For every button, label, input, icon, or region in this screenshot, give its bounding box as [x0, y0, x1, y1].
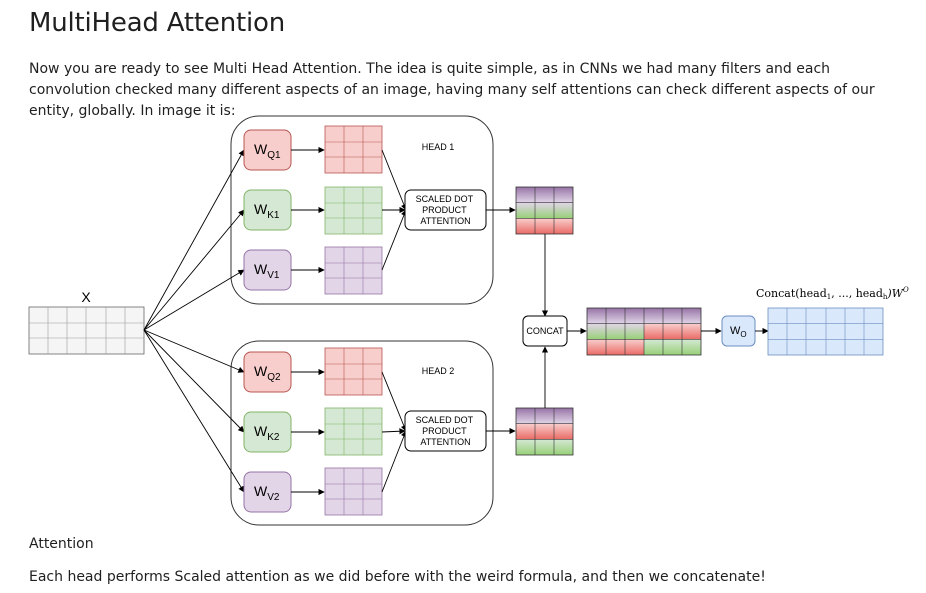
wk2-subscript: K2 [267, 432, 280, 443]
formula-sub-1: 1 [827, 293, 831, 301]
input-fanout-arrows [143, 149, 245, 493]
v2-matrix [324, 467, 383, 516]
sdpa-to-output-arrows [486, 206, 516, 435]
svg-text:WQ2: WQ2 [254, 363, 281, 383]
sdpa-2-line-1: SCALED DOT [416, 415, 474, 425]
k1-matrix [324, 186, 383, 235]
svg-text:WV2: WV2 [254, 483, 280, 503]
concat-matrix [586, 307, 702, 356]
formula-sub-h: h [883, 293, 888, 301]
wv1-label: W [254, 261, 268, 277]
formula-sup: O [903, 286, 909, 294]
q1-matrix [324, 125, 383, 174]
head-2-label: HEAD 2 [422, 366, 455, 376]
wo-subscript: O [740, 330, 746, 339]
outro-paragraph: Each head performs Scaled attention as w… [29, 569, 766, 585]
sdpa-1-line-2: PRODUCT [422, 205, 467, 215]
output-formula: Concat(head1, ..., headh)WO [756, 286, 909, 301]
intro-paragraph: Now you are ready to see Multi Head Atte… [29, 61, 875, 119]
formula-pre: Concat(head [756, 287, 827, 300]
input-x-label: X [81, 289, 91, 305]
k2-matrix [324, 407, 383, 456]
matrix-to-sdpa-arrows [381, 149, 407, 493]
head-1-label: HEAD 1 [422, 142, 455, 152]
svg-text:WV1: WV1 [254, 261, 280, 281]
wq2-subscript: Q2 [267, 372, 281, 383]
svg-text:WK2: WK2 [254, 423, 280, 443]
concat-label: CONCAT [526, 326, 564, 336]
svg-text:WQ1: WQ1 [254, 141, 281, 161]
q2-matrix [324, 347, 383, 396]
head-1-output-matrix [515, 186, 574, 235]
wq2-label: W [254, 363, 268, 379]
svg-text:WO: WO [730, 325, 747, 339]
figure-caption: Attention [29, 536, 94, 552]
sdpa-2-line-3: ATTENTION [420, 437, 470, 447]
formula-mid: , ..., head [831, 287, 883, 300]
wk1-label: W [254, 201, 268, 217]
wq1-label: W [254, 141, 268, 157]
head-2-output-matrix [515, 407, 574, 456]
svg-text:SCALED DOT PRODUCT ATT: SCALED DOT PRODUCT ATTENTION [416, 194, 476, 226]
sdpa-1-line-3: ATTENTION [420, 216, 470, 226]
svg-text:SCALED DOT PRODUCT ATT: SCALED DOT PRODUCT ATTENTION [416, 415, 476, 447]
wq1-subscript: Q1 [267, 150, 281, 161]
wk1-subscript: K1 [267, 210, 280, 221]
wk2-label: W [254, 423, 268, 439]
page-title: MultiHead Attention [29, 8, 285, 38]
wv2-label: W [254, 483, 268, 499]
sdpa-2-line-2: PRODUCT [422, 426, 467, 436]
v1-matrix [324, 246, 383, 295]
svg-text:WK1: WK1 [254, 201, 280, 221]
sdpa-1-line-1: SCALED DOT [416, 194, 474, 204]
formula-post: )W [886, 287, 904, 300]
wv1-subscript: V1 [267, 270, 280, 281]
final-output-matrix [767, 307, 884, 356]
wo-label: W [730, 325, 741, 337]
wv2-subscript: V2 [267, 492, 280, 503]
multihead-attention-diagram: HEAD 1 HEAD 2 X WQ1 WK1 WV1 WQ2 WK2 WV2 [28, 115, 909, 526]
weight-to-matrix-arrows [291, 146, 325, 496]
input-x-matrix [28, 306, 145, 355]
